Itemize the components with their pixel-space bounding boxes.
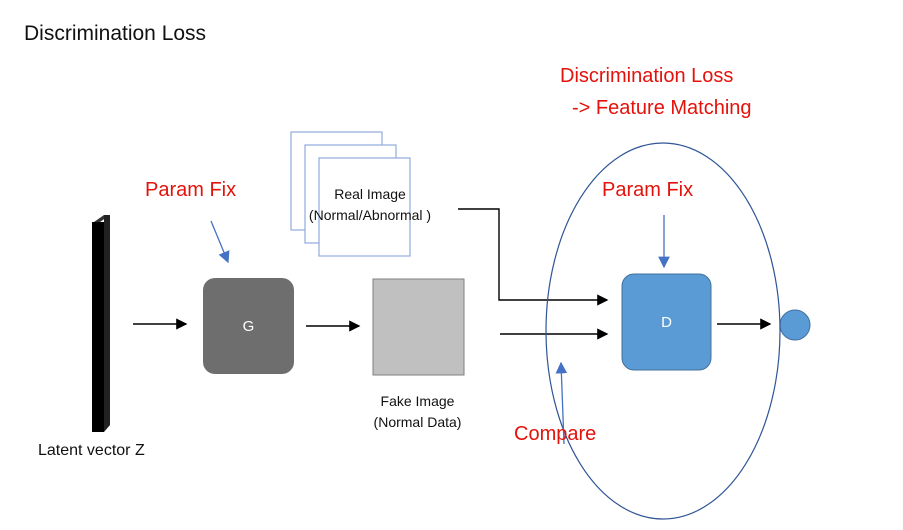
real-image-label-line2: (Normal/Abnormal ) bbox=[308, 207, 432, 223]
real-image-stack bbox=[290, 131, 411, 257]
compare-label: Compare bbox=[514, 423, 597, 445]
discriminator-label: D bbox=[661, 313, 672, 331]
generator-label: G bbox=[242, 317, 255, 335]
generator-box bbox=[203, 278, 294, 374]
discriminator-box bbox=[621, 273, 712, 371]
latent-vector-label: Latent vector Z bbox=[38, 442, 145, 459]
heading-feature-matching: -> Feature Matching bbox=[572, 97, 752, 119]
param-fix-generator-label: Param Fix bbox=[145, 179, 237, 201]
param-fix-discriminator-label: Param Fix bbox=[602, 179, 694, 201]
fake-image-label-line2: (Normal Data) bbox=[373, 414, 462, 430]
feature-matching-ellipse bbox=[545, 142, 781, 520]
compare-arrow bbox=[555, 361, 568, 445]
output-circle bbox=[779, 309, 811, 341]
real-image-label-line1: Real Image bbox=[334, 186, 406, 202]
latent-vector-bar bbox=[92, 215, 110, 432]
fake-image-label-line1: Fake Image bbox=[380, 393, 455, 409]
param-fix-arrow-generator bbox=[210, 220, 230, 264]
fake-image-box bbox=[372, 278, 465, 376]
slide-title: Discrimination Loss bbox=[24, 22, 207, 45]
heading-discrimination-loss: Discrimination Loss bbox=[560, 65, 734, 87]
arrow-real-to-d bbox=[458, 208, 609, 306]
